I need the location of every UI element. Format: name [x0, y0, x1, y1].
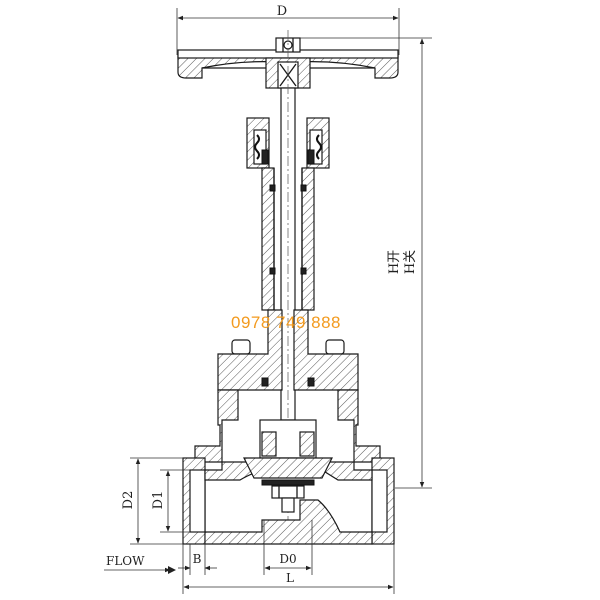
dimension-d: D — [176, 4, 400, 55]
dimension-label-d0: D0 — [279, 552, 296, 566]
bonnet-extension — [261, 167, 315, 311]
valve-disc — [243, 419, 333, 513]
dimension-l: L — [182, 544, 395, 594]
dimension-label-d: D — [277, 4, 287, 19]
dimension-label-h-closed: H关 — [403, 250, 418, 274]
flow-label: FLOW — [106, 554, 145, 568]
dimension-d2: D2 — [121, 457, 183, 545]
dimension-h: H开 H关 — [300, 37, 432, 489]
dimension-label-b: B — [193, 552, 202, 566]
flow-arrow-icon — [168, 566, 176, 574]
valve-body — [182, 389, 395, 545]
flow-indicator: FLOW — [104, 554, 176, 574]
watermark-phone: 0978 749 888 — [231, 313, 341, 332]
dimension-label-h-open: H开 — [387, 250, 402, 274]
packing-gland — [246, 117, 330, 169]
dimension-label-l: L — [286, 571, 294, 585]
dimension-b: B — [178, 532, 217, 575]
dimension-label-d1: D1 — [151, 491, 166, 510]
dimension-label-d2: D2 — [121, 491, 136, 510]
dimension-d1: D1 — [151, 469, 190, 533]
dimension-d0: D0 — [263, 520, 313, 575]
